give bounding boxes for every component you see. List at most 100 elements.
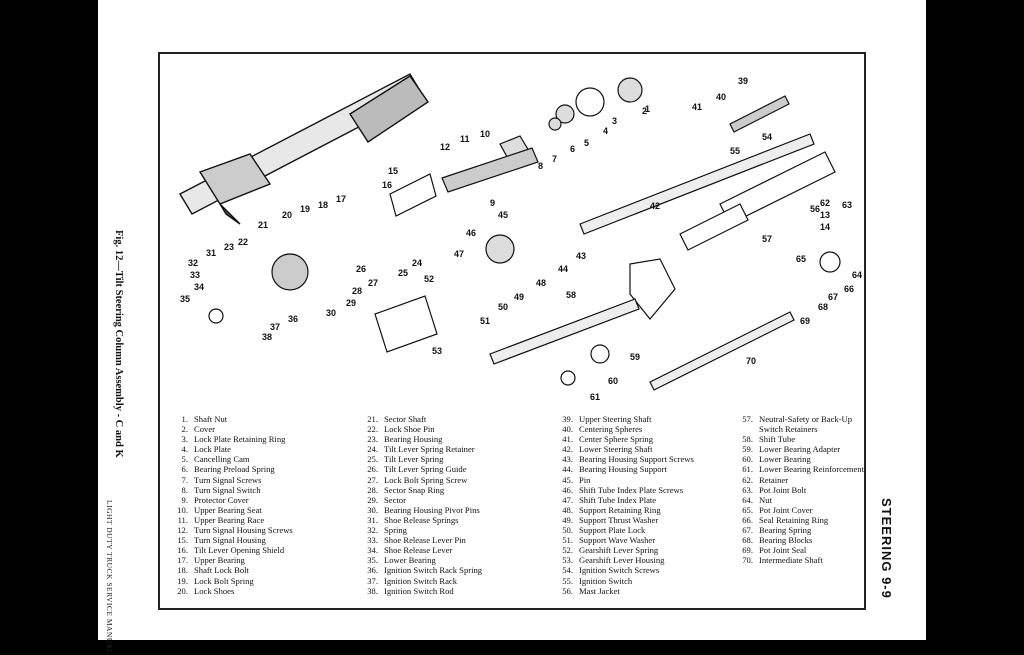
part-item: 52.Gearshift Lever Spring [555, 545, 730, 555]
part-number: 50. [562, 525, 573, 536]
part-item: 8.Turn Signal Switch [170, 485, 345, 495]
callout-28: 28 [352, 286, 362, 296]
callout-55: 55 [730, 146, 740, 156]
part-number: 69. [742, 545, 753, 556]
part-item: 62.Retainer [735, 475, 910, 485]
part-number: 25. [367, 454, 378, 465]
part-item: 42.Lower Steering Shaft [555, 444, 730, 454]
part-number: 64. [742, 494, 753, 505]
part-name: Seal Retaining Ring [759, 514, 829, 525]
part-item: 55.Ignition Switch [555, 576, 730, 586]
part-number: 22. [367, 424, 378, 435]
callout-13: 13 [820, 210, 830, 220]
part-item: 19.Lock Bolt Spring [170, 576, 345, 586]
assembled-column-illustration [179, 73, 429, 225]
part-item: 48.Support Retaining Ring [555, 505, 730, 515]
callout-66: 66 [844, 284, 854, 294]
part-number: 7. [181, 474, 188, 485]
callout-37: 37 [270, 322, 280, 332]
part-name: Upper Bearing Race [194, 514, 265, 525]
part-item: 59.Lower Bearing Adapter [735, 444, 910, 454]
part-item: 17.Upper Bearing [170, 555, 345, 565]
part-name: Support Plate Lock [579, 525, 646, 536]
callout-36: 36 [288, 314, 298, 324]
part-name: Lock Plate [194, 444, 231, 455]
part-number: 43. [562, 454, 573, 465]
part-number: 37. [367, 575, 378, 586]
callout-70: 70 [746, 356, 756, 366]
callout-51: 51 [480, 316, 490, 326]
part-item: 34. Shoe Release Lever [360, 545, 535, 555]
callout-38: 38 [262, 332, 272, 342]
part-number: 30. [367, 504, 378, 515]
part-number: 63. [742, 484, 753, 495]
callout-numbers: 1234567891011121314151617181920212223242… [180, 76, 862, 402]
part-number: 58. [742, 434, 753, 445]
part-name: Pot Joint Bolt [759, 484, 807, 495]
callout-68: 68 [818, 302, 828, 312]
callout-3: 3 [612, 116, 617, 126]
part-name: Ignition Switch Rod [384, 585, 454, 596]
callout-52: 52 [424, 274, 434, 284]
part-item: 33.Shoe Release Lever Pin [360, 535, 535, 545]
part-number: 23. [367, 434, 378, 445]
part-item: 2.Cover [170, 424, 345, 434]
callout-31: 31 [206, 248, 216, 258]
part-number: 28. [367, 484, 378, 495]
part-name: Switch Retainers [759, 424, 818, 435]
part-name: Intermediate Shaft [759, 555, 823, 566]
part-item: 64.Nut [735, 495, 910, 505]
part-number: 57. [742, 414, 753, 424]
part-item: 00.Switch Retainers [735, 424, 910, 434]
part-number: 33. [367, 535, 378, 546]
callout-45: 45 [498, 210, 508, 220]
part-name: Bearing Housing Support Screws [579, 454, 694, 465]
callout-23: 23 [224, 242, 234, 252]
part-name: Lock Shoe Pin [384, 424, 435, 435]
part-name: Support Wave Washer [579, 535, 656, 546]
part-number: 34. [367, 545, 378, 556]
part-number: 56. [562, 585, 573, 596]
part-item: 6.Bearing Preload Spring [170, 464, 345, 474]
callout-17: 17 [336, 194, 346, 204]
part-number: 20. [177, 585, 188, 596]
part-item: 40.Centering Spheres [555, 424, 730, 434]
callout-46: 46 [466, 228, 476, 238]
part-item: 21.Sector Shaft [360, 414, 535, 424]
part-item: 43. Bearing Housing Support Screws [555, 454, 730, 464]
part-name: Center Sphere Spring [579, 434, 653, 445]
callout-8: 8 [538, 161, 543, 171]
part-number: 67. [742, 525, 753, 536]
part-number: 19. [177, 575, 188, 586]
part-name: Tilt Lever Opening Shield [194, 545, 285, 556]
part-name: Lower Bearing Reinforcement [759, 464, 864, 475]
part-number: 18. [177, 565, 188, 576]
part-number: 36. [367, 565, 378, 576]
part-item: 65. Pot Joint Cover [735, 505, 910, 515]
part-name: Turn Signal Switch [194, 484, 261, 495]
part-name: Shoe Release Lever [384, 545, 453, 556]
part-item: 37.Ignition Switch Rack [360, 576, 535, 586]
part-name: Pot Joint Cover [759, 504, 813, 515]
callout-50: 50 [498, 302, 508, 312]
part-number: 51. [562, 535, 573, 546]
part-number: 11. [177, 514, 188, 525]
part-name: Sector Snap Ring [384, 484, 445, 495]
part-name: Support Thrust Washer [579, 514, 659, 525]
callout-53: 53 [432, 346, 442, 356]
part-name: Lower Bearing [759, 454, 811, 465]
part-item: 51. Support Wave Washer [555, 535, 730, 545]
upper-components [208, 77, 841, 391]
part-number: 12. [177, 525, 188, 536]
part-name: Tilt Lever Spring [384, 454, 444, 465]
part-number: 3. [181, 434, 188, 445]
part-number: 59. [742, 444, 753, 455]
part-number: 65. [742, 504, 753, 515]
part-name: Bearing Preload Spring [194, 464, 275, 475]
callout-56: 56 [810, 204, 820, 214]
part-number: 5. [181, 454, 188, 465]
callout-30: 30 [326, 308, 336, 318]
part-number: 21. [367, 414, 378, 424]
